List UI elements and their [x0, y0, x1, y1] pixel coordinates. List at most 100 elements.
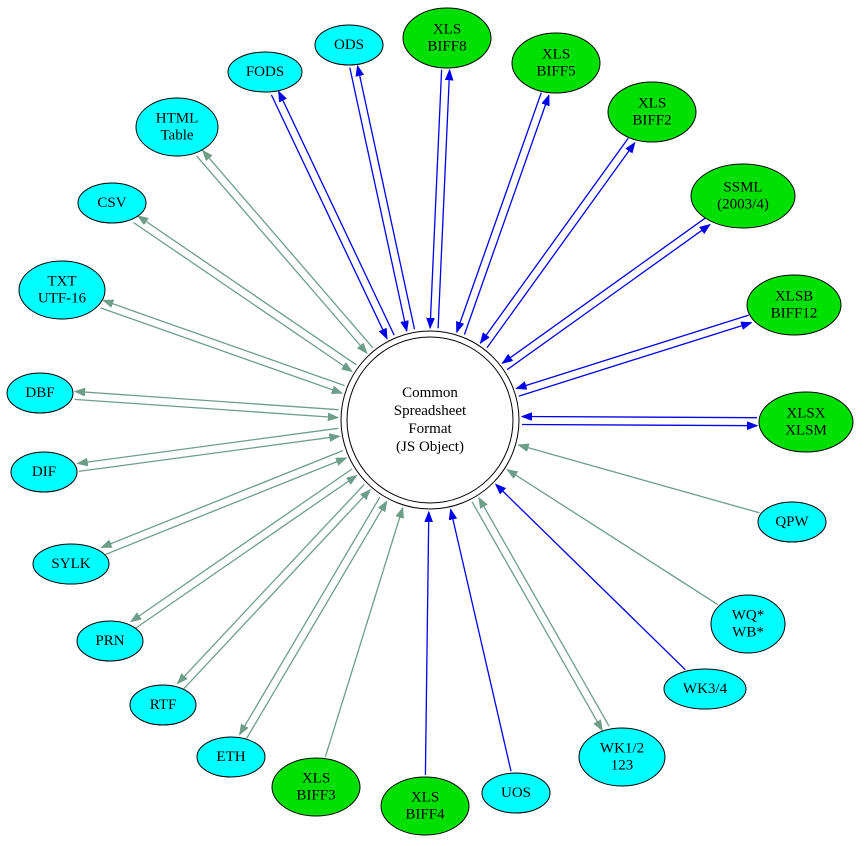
node-wk34-ellipse [663, 668, 747, 710]
node-qpw-label: QPW [775, 514, 809, 530]
node-wk34: WK3/4 [663, 668, 747, 710]
edge-eth-in [246, 501, 387, 739]
node-wq_wb-label: WB* [732, 625, 764, 641]
node-dif-ellipse [10, 451, 78, 493]
edge-sylk-out [102, 449, 344, 549]
edge-html-in [196, 155, 367, 353]
node-eth-ellipse [196, 736, 266, 778]
edge-prn-in [135, 476, 357, 629]
node-ssml-label: SSML [723, 180, 762, 196]
node-xls_biff8-label: BIFF8 [427, 39, 466, 55]
edge-xls_biff5-in [457, 92, 542, 332]
edge-wk34-in [496, 484, 686, 671]
node-xls_biff4-label: BIFF4 [405, 807, 445, 823]
node-wk12-ellipse [578, 727, 666, 787]
node-html-label: HTML [156, 111, 199, 127]
node-xls_biff4-ellipse [380, 776, 470, 836]
edge-xls_biff5-out [463, 95, 548, 335]
edge-fods-in [270, 94, 387, 339]
node-csf-label: Common [402, 385, 458, 401]
node-html-ellipse [135, 97, 219, 157]
node-wk34-label: WK3/4 [683, 681, 728, 697]
node-wq_wb-label: WQ* [732, 608, 765, 624]
edge-qpw-in [519, 445, 760, 514]
node-xlsb-label: BIFF12 [771, 306, 818, 322]
edge-csv-in [133, 222, 352, 372]
edge-xls_biff2-in [481, 137, 629, 343]
node-dbf-label: DBF [25, 385, 54, 401]
node-xls_biff2-label: BIFF2 [632, 113, 671, 129]
node-csv-label: CSV [97, 195, 126, 211]
node-txt-ellipse [18, 260, 106, 320]
node-eth-label: ETH [216, 749, 245, 765]
node-wq_wb-ellipse [710, 594, 786, 654]
edge-dif-in [78, 436, 340, 473]
edge-xls_biff8-out [437, 70, 450, 329]
node-dif-label: DIF [32, 464, 56, 480]
node-xls_biff5-label: XLS [542, 47, 570, 63]
node-rtf-ellipse [129, 684, 197, 726]
edge-dbf-in [74, 398, 338, 417]
node-dbf: DBF [6, 372, 74, 414]
node-csf-outer-circle [340, 330, 520, 510]
node-rtf-label: RTF [150, 697, 177, 713]
node-prn: PRN [76, 620, 144, 662]
node-csv-ellipse [77, 182, 147, 224]
edge-rtf-in [183, 490, 370, 690]
node-ssml-ellipse [690, 163, 796, 229]
node-xls_biff2-label: XLS [638, 96, 666, 112]
edge-ssml-in [503, 217, 706, 363]
edge-xls_biff8-in [430, 69, 443, 328]
node-ods-label: ODS [334, 37, 364, 53]
node-qpw: QPW [757, 501, 827, 543]
node-xls_biff8-label: XLS [433, 22, 461, 38]
node-uos-label: UOS [501, 785, 531, 801]
node-wq_wb: WQ*WB* [710, 594, 786, 654]
node-sylk-label: SYLK [51, 556, 90, 572]
node-xls_biff4-label: XLS [411, 790, 439, 806]
edge-xlsb-out [518, 323, 751, 397]
node-html-label: Table [160, 128, 193, 144]
node-fods-label: FODS [246, 64, 284, 80]
node-xlsx-label: XLSX [786, 406, 825, 422]
node-xls_biff2-ellipse [607, 81, 697, 143]
node-xls_biff8-ellipse [402, 7, 492, 69]
edge-dif-out [78, 427, 339, 463]
edge-ods-in [349, 67, 407, 331]
edge-ods-out [358, 66, 416, 330]
edge-rtf-out [178, 483, 365, 683]
node-csv: CSV [77, 182, 147, 224]
node-xlsx-ellipse [758, 391, 854, 453]
node-dif: DIF [10, 451, 78, 493]
node-wk12-label: 123 [611, 758, 634, 774]
edge-fods-out [279, 92, 395, 336]
node-ssml: SSML(2003/4) [690, 163, 796, 229]
edge-xlsx-out [521, 425, 757, 426]
edge-txt-out [103, 300, 345, 387]
edge-uos-in [451, 510, 512, 772]
edge-xls_biff4-in [425, 512, 428, 776]
node-ods-ellipse [314, 24, 384, 66]
edge-xls_biff3-in [324, 508, 402, 757]
edge-html-out [203, 151, 374, 349]
node-rtf: RTF [129, 684, 197, 726]
node-eth: ETH [196, 736, 266, 778]
node-xlsb-label: XLSB [775, 289, 813, 305]
edge-prn-out [131, 468, 353, 622]
edge-txt-in [100, 307, 342, 393]
edge-xlsx-in [522, 417, 758, 418]
node-txt-label: UTF-16 [38, 291, 87, 307]
edge-wk12-out [471, 501, 602, 730]
